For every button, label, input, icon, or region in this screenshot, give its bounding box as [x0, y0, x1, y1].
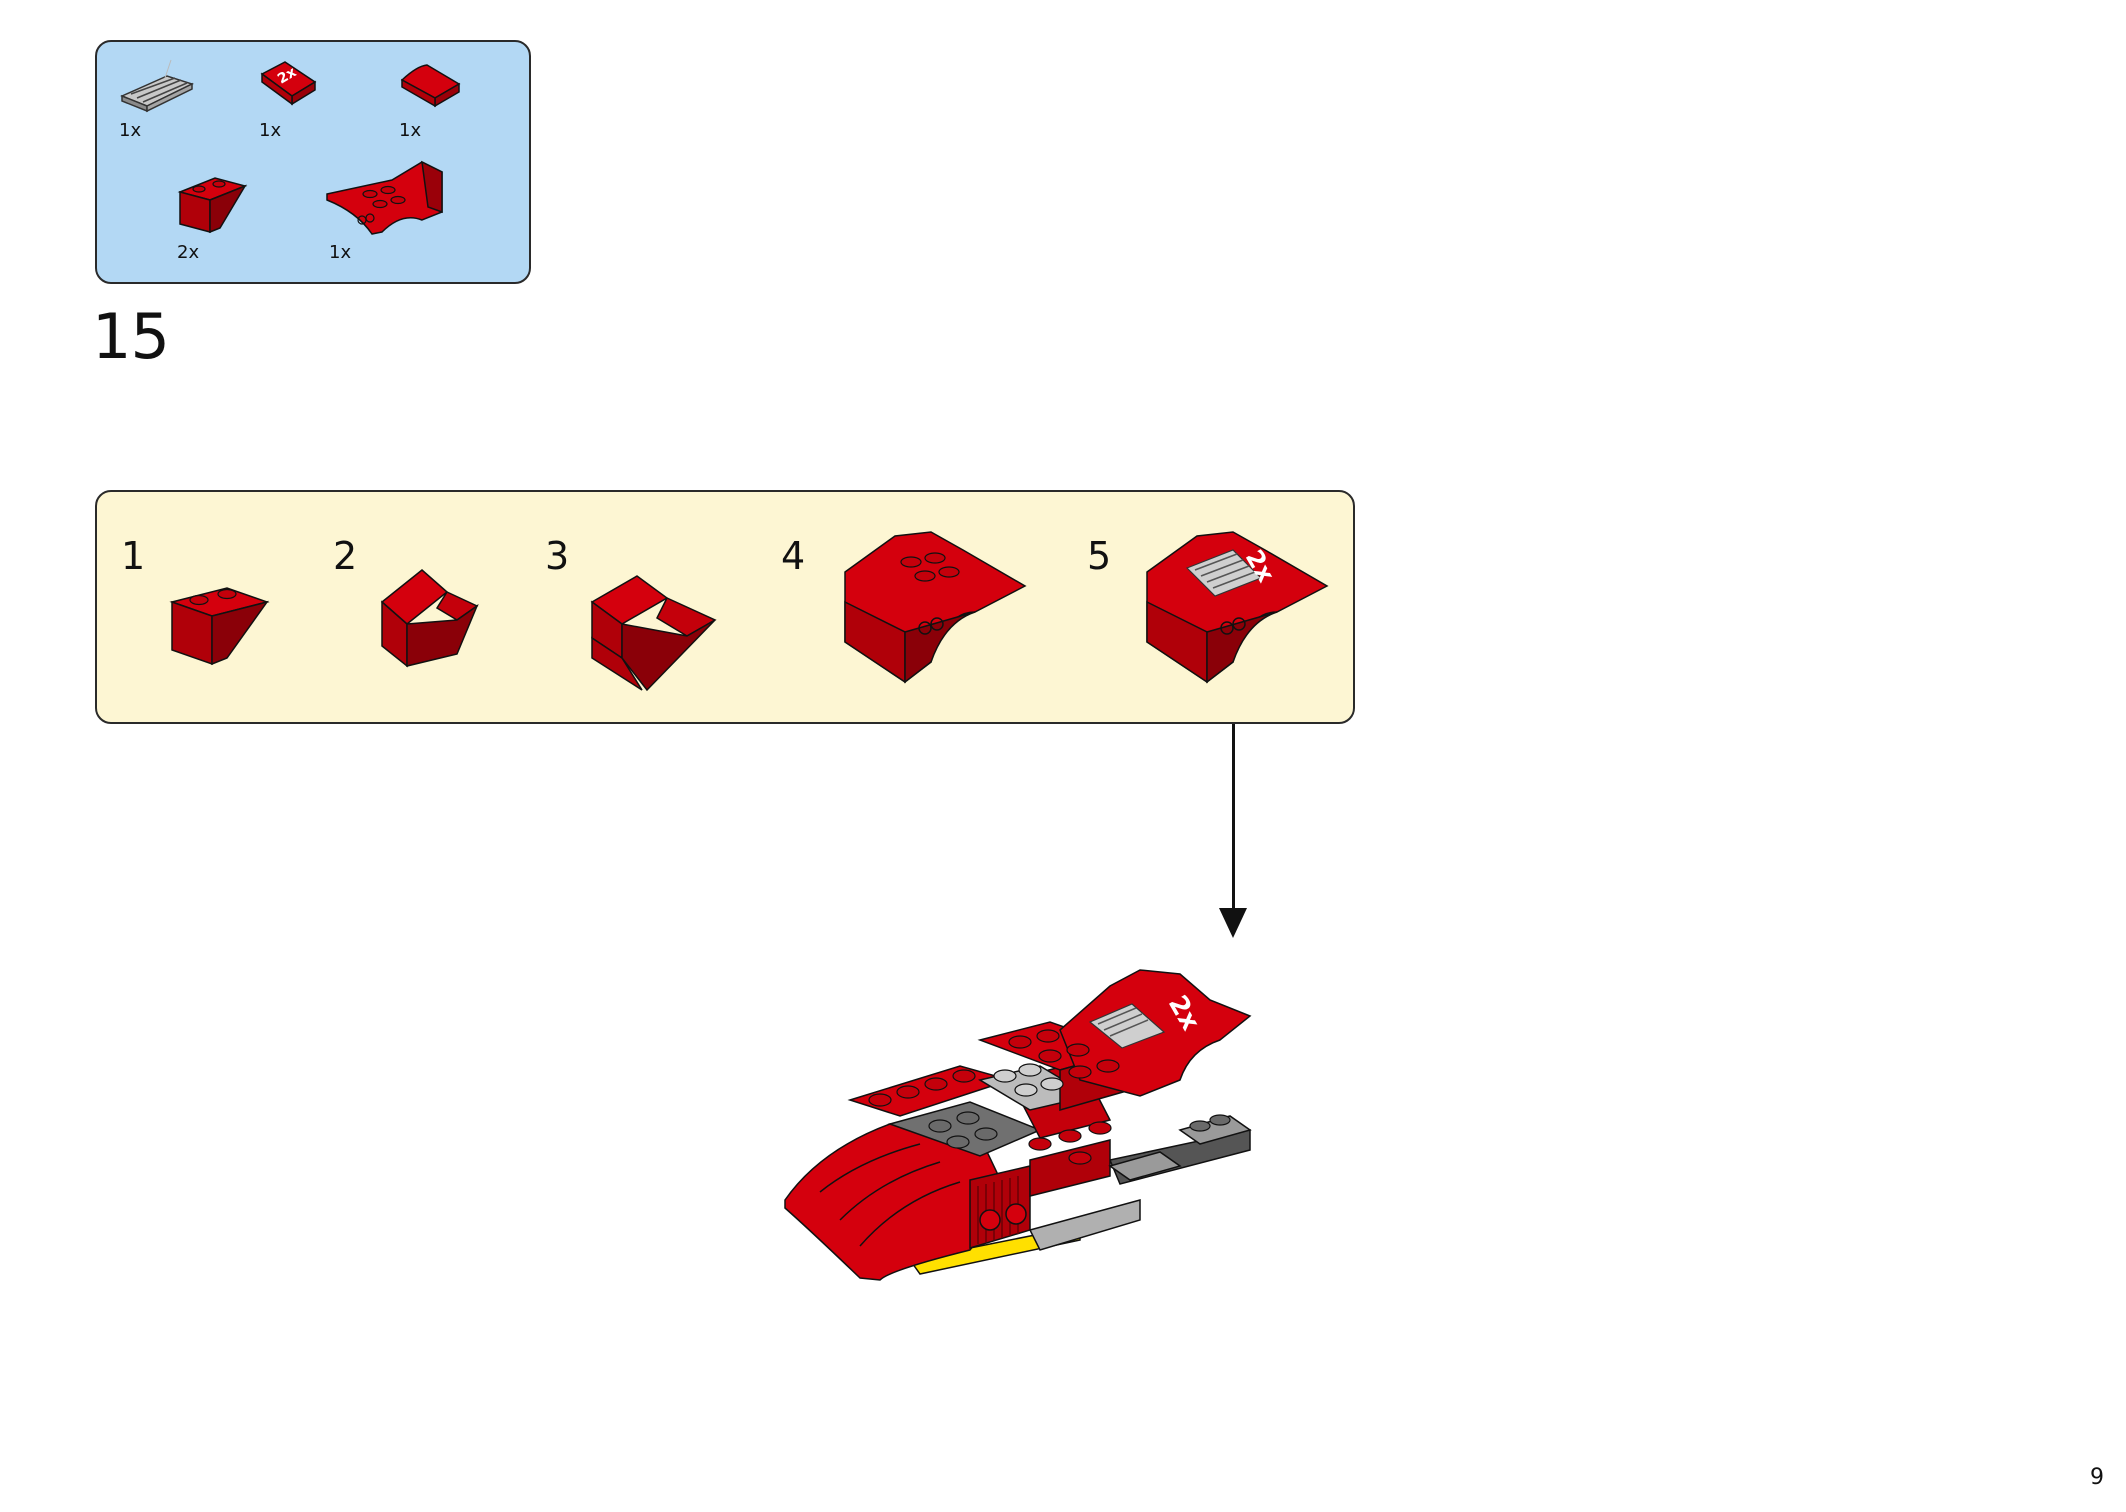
sub-step-5-model: 2x — [1137, 512, 1337, 706]
stacked-slope-icon — [590, 575, 717, 692]
sub-step-label: 1 — [121, 534, 146, 578]
sub-step-4-model — [835, 512, 1035, 706]
part-qty: 2x — [177, 242, 200, 263]
part-qty: 1x — [329, 242, 352, 263]
fender-plate-part — [322, 152, 462, 252]
grille-tile-icon — [120, 59, 195, 113]
sub-step-3-model — [587, 566, 727, 700]
sub-step-label: 4 — [781, 534, 806, 578]
placement-arrow-line — [1232, 724, 1235, 912]
grille-tile-part — [117, 56, 197, 116]
sub-assembly-box: 1 2 3 4 — [95, 490, 1355, 724]
printed-slope-icon: 2x — [260, 61, 317, 106]
inverted-slope-part — [175, 172, 255, 242]
fender-plate-icon — [326, 160, 443, 235]
step-number: 15 — [92, 300, 170, 373]
parts-list-box: 1x 2x 1x 1x 2x — [95, 40, 531, 284]
sub-step-label: 3 — [545, 534, 570, 578]
stacked-slope-icon — [380, 569, 479, 668]
curved-slope-part — [397, 60, 467, 110]
inverted-slope-icon — [177, 177, 248, 234]
curved-slope-icon — [400, 64, 461, 108]
printed-slope-part: 2x — [257, 54, 327, 114]
fender-assembly-icon — [844, 531, 1027, 684]
car-model: 2x — [780, 930, 1340, 1314]
sub-step-label: 5 — [1087, 534, 1112, 578]
part-qty: 1x — [119, 120, 142, 141]
fender-with-sticker-icon: 2x — [1146, 531, 1329, 684]
sub-step-1-model — [167, 572, 277, 676]
page-number: 9 — [2090, 1465, 2104, 1490]
part-qty: 1x — [399, 120, 422, 141]
sub-step-2-model — [377, 562, 487, 676]
inverted-slope-icon — [169, 587, 270, 666]
placement-arrow-head — [1219, 908, 1247, 938]
race-car-icon: 2x — [784, 969, 1252, 1281]
part-qty: 1x — [259, 120, 282, 141]
sub-step-label: 2 — [333, 534, 358, 578]
